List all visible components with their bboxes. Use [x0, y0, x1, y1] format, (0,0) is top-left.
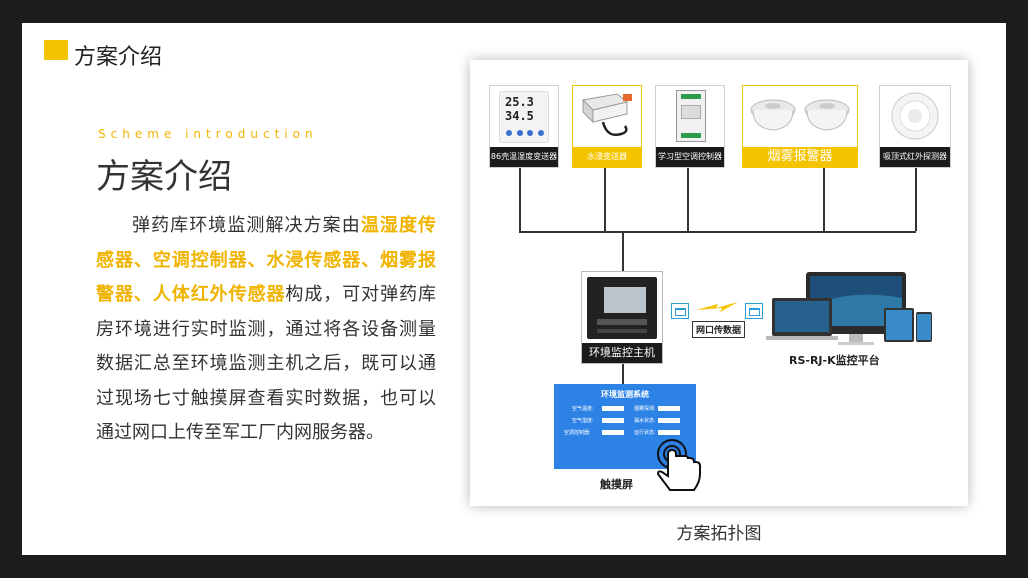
- intro-paragraph: 弹药库环境监测解决方案由温湿度传感器、空调控制器、水浸传感器、烟雾报警器、人体红…: [96, 209, 436, 451]
- ac-controller-icon: [676, 90, 706, 142]
- connector-line: [604, 168, 606, 231]
- network-label: 网口传数据: [692, 321, 746, 338]
- thermo-hygrometer-icon: 25.3 34.5: [499, 91, 549, 143]
- touch-field-label: 空调控制器:: [564, 430, 591, 436]
- device-ac-controller: 学习型空调控制器: [655, 85, 725, 168]
- lightning-icon: [696, 302, 738, 312]
- header-title: 方案介绍: [74, 45, 163, 70]
- touch-field-value: [658, 418, 680, 423]
- english-subtitle: Scheme introduction: [98, 127, 318, 141]
- connector-line: [823, 168, 825, 231]
- connector-line: [519, 168, 521, 231]
- touch-field-value: [658, 430, 680, 435]
- body-text-pre: 弹药库环境监测解决方案由: [132, 215, 361, 236]
- touch-field-value: [602, 418, 624, 423]
- connector-line: [915, 168, 917, 231]
- host-device-icon: [587, 277, 657, 339]
- host-label: 环境监控主机: [582, 343, 662, 363]
- touch-field-value: [658, 406, 680, 411]
- device-infrared-detector: 吸顶式红外探测器: [879, 85, 951, 168]
- touch-field-label: 烟雾探测:: [634, 406, 656, 412]
- bus-line: [519, 231, 916, 233]
- monitoring-platform-devices-icon: [766, 272, 932, 345]
- water-sensor-icon: [581, 93, 632, 136]
- slide: 方案介绍 Scheme introduction 方案介绍 弹药库环境监测解决方…: [22, 23, 1006, 555]
- platform-label: RS-RJ-K监控平台: [789, 354, 880, 367]
- device-label: 86壳温湿度变送器: [490, 147, 558, 167]
- monitoring-host: 环境监控主机: [581, 271, 663, 364]
- humidity-readout: 34.5: [505, 109, 534, 123]
- touch-connector-line: [622, 364, 624, 384]
- touch-field-label: 运行状态:: [634, 430, 656, 436]
- touch-field-value: [602, 406, 624, 411]
- device-smoke-alarm: 烟雾报警器: [742, 85, 858, 168]
- body-text-post: 构成，可对弹药库房环境进行实时监测，通过将各设备测量数据汇总至环境监测主机之后，…: [96, 284, 437, 443]
- touch-screen-caption: 触摸屏: [600, 478, 633, 491]
- device-label: 烟雾报警器: [743, 147, 857, 167]
- topology-card: 25.3 34.5 86壳温湿度变送器 水浸变送器 学习型空调控制器: [470, 60, 968, 506]
- temperature-readout: 25.3: [505, 95, 534, 109]
- ethernet-port-icon: [745, 303, 763, 319]
- connector-line: [687, 168, 689, 231]
- touch-field-value: [602, 430, 624, 435]
- device-label: 吸顶式红外探测器: [880, 147, 950, 167]
- device-label: 水浸变送器: [573, 147, 641, 167]
- diagram-caption: 方案拓扑图: [676, 524, 762, 544]
- device-temp-humidity: 25.3 34.5 86壳温湿度变送器: [489, 85, 559, 168]
- touch-field-label: 空气温度:: [572, 406, 594, 412]
- ethernet-port-icon: [671, 303, 689, 319]
- body-text-highlight: 温湿度传感器、空调控制器、水浸传感器、烟雾报警器、人体红外传感器: [96, 215, 437, 305]
- smoke-detector-icon: [750, 99, 850, 131]
- touch-hand-icon: [656, 439, 701, 491]
- touch-field-label: 空气湿度:: [572, 418, 594, 424]
- touch-field-label: 漏水状态:: [634, 418, 656, 424]
- infrared-detector-icon: [891, 92, 939, 140]
- device-label: 学习型空调控制器: [656, 147, 724, 167]
- host-connector-line: [622, 231, 624, 271]
- touch-screen-title: 环境监测系统: [601, 390, 649, 399]
- section-title: 方案介绍: [96, 157, 232, 197]
- device-water-leak: 水浸变送器: [572, 85, 642, 168]
- header-accent-square: [44, 40, 68, 60]
